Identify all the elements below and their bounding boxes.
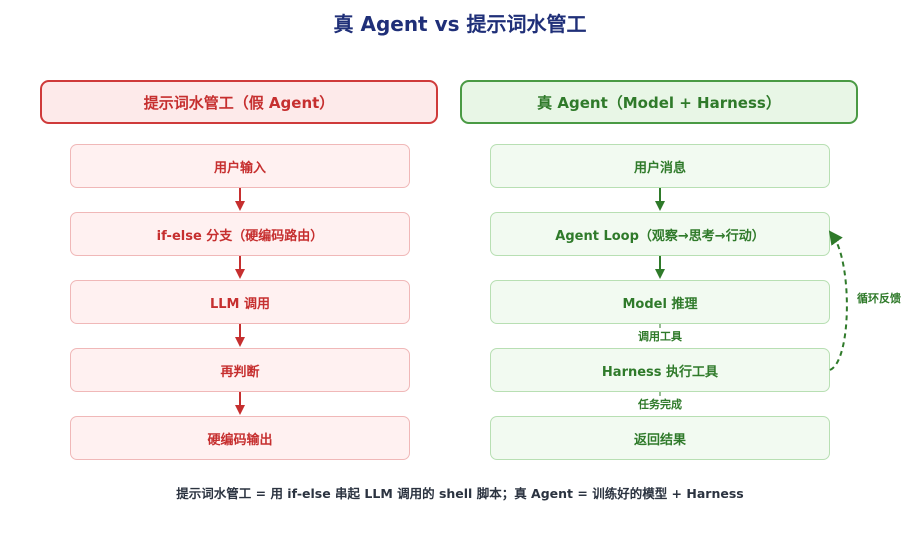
footer-caption: 提示词水管工 = 用 if-else 串起 LLM 调用的 shell 脚本；真… — [176, 486, 744, 501]
right-header: 真 Agent（Model + Harness） — [460, 80, 858, 124]
right-step-harness-tools: Harness 执行工具 — [490, 348, 830, 392]
edge-label-task-complete: 任务完成 — [636, 396, 684, 412]
diagram-title: 真 Agent vs 提示词水管工 — [333, 12, 587, 36]
right-step-user-message: 用户消息 — [490, 144, 830, 188]
left-step-hardcoded-output: 硬编码输出 — [70, 416, 410, 460]
loop-feedback-label: 循环反馈 — [857, 292, 901, 305]
edge-label-call-tool: 调用工具 — [636, 328, 684, 344]
right-step-agent-loop: Agent Loop（观察→思考→行动） — [490, 212, 830, 256]
left-step-llm-call: LLM 调用 — [70, 280, 410, 324]
right-step-model-reasoning: Model 推理 — [490, 280, 830, 324]
loop-feedback-arrow — [828, 230, 848, 371]
left-step-user-input: 用户输入 — [70, 144, 410, 188]
right-step-return-result: 返回结果 — [490, 416, 830, 460]
left-step-rejudge: 再判断 — [70, 348, 410, 392]
left-header: 提示词水管工（假 Agent） — [40, 80, 438, 124]
left-step-if-else: if-else 分支（硬编码路由） — [70, 212, 410, 256]
